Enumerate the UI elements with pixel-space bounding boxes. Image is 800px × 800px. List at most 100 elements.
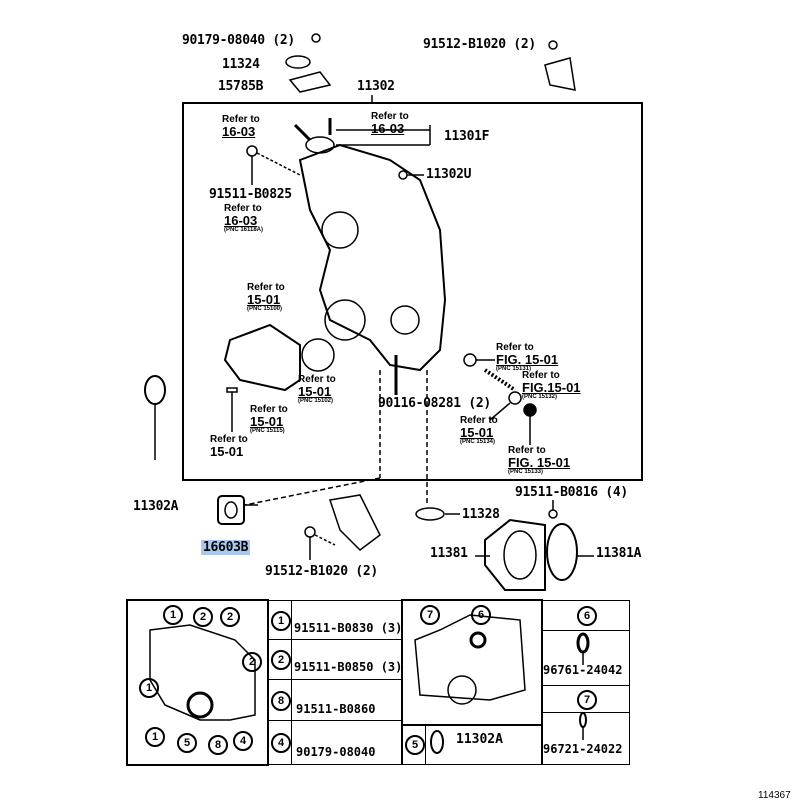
refer-text: Refer to bbox=[371, 111, 409, 122]
refer-page: 16-03 bbox=[371, 121, 405, 136]
figure-number: 114367 bbox=[758, 790, 791, 800]
table-row[interactable]: 96721-24022 bbox=[542, 712, 630, 765]
refer-page: 16-03 bbox=[222, 124, 256, 139]
part-label[interactable]: 91511-B0825 bbox=[209, 187, 292, 202]
callout-number: 5 bbox=[405, 735, 425, 755]
pump-cover-icon bbox=[223, 323, 301, 392]
refer-text: Refer to bbox=[247, 282, 285, 293]
part-label[interactable]: 90179-08040 (2) bbox=[182, 33, 295, 48]
callout-number: 7 bbox=[577, 690, 597, 710]
refer-pnc: (PNC 15102) bbox=[298, 398, 334, 404]
table-num-cell: 6 bbox=[542, 600, 630, 631]
part-label[interactable]: 11328 bbox=[462, 507, 500, 522]
refer-text: Refer to bbox=[224, 203, 262, 214]
table-row[interactable]: 91511-B0830 (3) bbox=[291, 600, 402, 640]
part-number[interactable]: 11302A bbox=[456, 732, 503, 747]
refer-page: FIG. 15-01 bbox=[496, 352, 559, 367]
table-row[interactable]: 91511-B0850 (3) bbox=[291, 639, 402, 680]
callout-number: 4 bbox=[271, 733, 291, 753]
part-number[interactable]: 96721-24022 bbox=[543, 742, 623, 756]
table-num-cell: 5 bbox=[402, 724, 426, 765]
callout-number: 2 bbox=[193, 607, 213, 627]
table-row[interactable]: 91511-B0860 bbox=[291, 679, 402, 721]
refer-text: Refer to bbox=[298, 374, 336, 385]
refer-pnc: (PNC 15100) bbox=[247, 306, 283, 312]
part-label[interactable]: 11381A bbox=[596, 546, 642, 561]
refer-pnc: (PNC 15133) bbox=[508, 469, 544, 475]
refer-text: Refer to bbox=[460, 415, 498, 426]
refer-pnc: (PNC 16118A) bbox=[224, 227, 264, 233]
table-num-cell: 2 bbox=[268, 639, 292, 680]
refer-pnc: (PNC 15134) bbox=[460, 439, 496, 445]
part-label[interactable]: 90116-08281 (2) bbox=[378, 396, 491, 411]
table-row[interactable]: 90179-08040 bbox=[291, 720, 402, 765]
table-num-cell: 1 bbox=[268, 600, 292, 640]
table-row[interactable]: 96761-24042 bbox=[542, 630, 630, 686]
refer-text: Refer to bbox=[508, 445, 546, 456]
refer-page: 15-01 bbox=[250, 414, 284, 429]
refer-pnc: (PNC 15132) bbox=[522, 394, 558, 400]
callout-number: 6 bbox=[471, 605, 491, 625]
part-number[interactable]: 91511-B0860 bbox=[296, 702, 376, 716]
part-label-highlighted[interactable]: 16603B bbox=[201, 540, 251, 555]
part-number[interactable]: 91511-B0830 (3) bbox=[294, 621, 403, 635]
refer-text: Refer to bbox=[250, 404, 288, 415]
table-num-cell: 7 bbox=[542, 685, 630, 713]
refer-page: 15-01 bbox=[460, 425, 494, 440]
callout-number: 5 bbox=[177, 733, 197, 753]
part-label[interactable]: 91511-B0816 (4) bbox=[515, 485, 628, 500]
refer-page: FIG.15-01 bbox=[522, 380, 581, 395]
part-label[interactable]: 11301F bbox=[444, 129, 490, 144]
callout-number: 2 bbox=[242, 652, 262, 672]
refer-pnc: (PNC 15115) bbox=[250, 428, 285, 434]
part-label[interactable]: 11324 bbox=[222, 57, 260, 72]
refer-page: 15-01 bbox=[210, 444, 244, 459]
refer-page: 15-01 bbox=[298, 384, 332, 399]
part-label[interactable]: 11302U bbox=[426, 167, 472, 182]
callout-number: 6 bbox=[577, 606, 597, 626]
part-label[interactable]: 11302 bbox=[357, 79, 395, 94]
refer-text: Refer to bbox=[496, 342, 534, 353]
table-num-cell: 8 bbox=[268, 679, 292, 721]
table-num-cell: 4 bbox=[268, 720, 292, 765]
callout-number: 1 bbox=[145, 727, 165, 747]
callout-number: 4 bbox=[233, 731, 253, 751]
refer-page: 16-03 bbox=[224, 213, 258, 228]
part-label[interactable]: 11381 bbox=[430, 546, 468, 561]
callout-number: 2 bbox=[271, 650, 291, 670]
part-number[interactable]: 90179-08040 bbox=[296, 745, 376, 759]
refer-text: Refer to bbox=[210, 434, 248, 445]
main-assembly-frame bbox=[182, 102, 643, 481]
callout-number: 1 bbox=[163, 605, 183, 625]
part-number[interactable]: 91511-B0850 (3) bbox=[294, 660, 403, 674]
timing-cover-icon bbox=[298, 143, 447, 372]
refer-page: FIG. 15-01 bbox=[508, 455, 571, 470]
callout-number: 8 bbox=[208, 735, 228, 755]
part-label[interactable]: 15785B bbox=[218, 79, 264, 94]
callout-number: 2 bbox=[220, 607, 240, 627]
table-row[interactable]: 11302A bbox=[425, 724, 542, 765]
part-label[interactable]: 91512-B1020 (2) bbox=[265, 564, 378, 579]
part-label[interactable]: 91512-B1020 (2) bbox=[423, 37, 536, 52]
callout-number: 8 bbox=[271, 691, 291, 711]
refer-page: 15-01 bbox=[247, 292, 281, 307]
refer-text: Refer to bbox=[522, 370, 560, 381]
refer-pnc: (PNC 15131) bbox=[496, 366, 532, 372]
part-label[interactable]: 11302A bbox=[133, 499, 179, 514]
callout-number: 1 bbox=[271, 611, 291, 631]
part-number[interactable]: 96761-24042 bbox=[543, 663, 623, 677]
callout-number: 7 bbox=[420, 605, 440, 625]
